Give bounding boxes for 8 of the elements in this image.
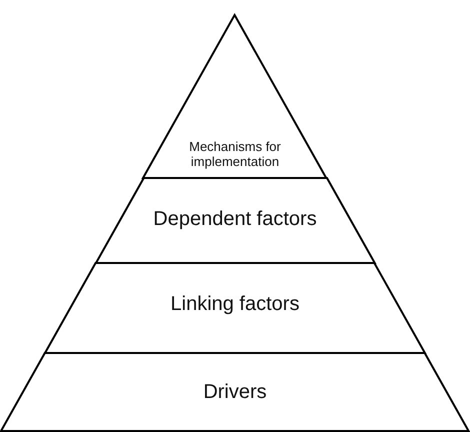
- tier-label: Drivers: [202, 381, 268, 404]
- pyramid-tier: [1, 353, 469, 431]
- pyramid-apex-section: [143, 15, 327, 178]
- pyramid-tier: [45, 263, 425, 353]
- tier-label: Linking factors: [170, 293, 300, 316]
- pyramid-tier: [96, 178, 374, 263]
- tier-label: Mechanisms for implementation: [188, 140, 282, 170]
- tier-label: Dependent factors: [152, 208, 318, 231]
